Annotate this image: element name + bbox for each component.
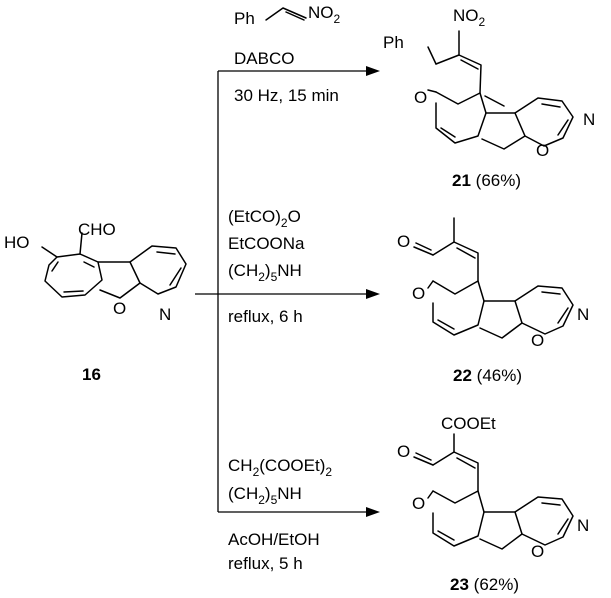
reaction-arrows [195, 66, 380, 517]
reagent-malonate-label: CH2(COOEt)2 [228, 456, 332, 479]
arrow-head-1 [366, 66, 380, 76]
arrow-head-3 [366, 507, 380, 517]
compound-16-bonds [41, 232, 187, 299]
compound-label-16: 16 [82, 365, 101, 384]
formyl-label: CHO [78, 220, 116, 239]
compound-label-22: 22 (46%) [453, 366, 522, 385]
hydroxy-label: HO [4, 233, 30, 252]
furan-oxygen-label: O [536, 141, 549, 160]
furan-oxygen-label: O [531, 331, 544, 350]
product-22: O O O N 22 (46%) [397, 217, 589, 385]
solvent-label: AcOH/EtOH [228, 530, 320, 549]
reagent-salt-label: EtCOONa [228, 234, 305, 253]
product-21: NO2 Ph O O N 21 (66%) [383, 6, 595, 190]
ester-label: COOEt [441, 414, 496, 433]
carbonyl-oxygen-label: O [397, 442, 410, 461]
reaction-1-conditions: Ph NO2 DABCO 30 Hz, 15 min [234, 3, 341, 105]
reaction-3-conditions: CH2(COOEt)2 (CH2)5NH AcOH/EtOH reflux, 5… [228, 456, 332, 573]
pyridine-nitrogen-label: N [159, 305, 171, 324]
pyran-oxygen-label: O [412, 284, 425, 303]
carbonyl-oxygen-label: O [397, 232, 410, 251]
reagent-anhydride-label: (EtCO)2O [228, 207, 301, 230]
reagent-phenyl-label: Ph [234, 9, 255, 28]
nitro-label: NO2 [453, 6, 486, 29]
arrow-head-2 [366, 289, 380, 299]
catalyst-label: DABCO [234, 49, 294, 68]
compound-23-bonds [413, 433, 574, 550]
condition-label-1: 30 Hz, 15 min [234, 86, 339, 105]
pyridine-nitrogen-label: N [583, 110, 595, 129]
furan-oxygen-label: O [531, 542, 544, 561]
compound-21-bonds [427, 30, 574, 150]
reaction-2-conditions: (EtCO)2O EtCOONa (CH2)5NH reflux, 6 h [228, 207, 305, 326]
compound-22-bonds [413, 217, 574, 339]
starting-material-16: HO CHO O N 16 [4, 220, 187, 384]
compound-label-21: 21 (66%) [452, 171, 521, 190]
pyran-oxygen-label: O [414, 88, 427, 107]
compound-label-23: 23 (62%) [450, 575, 519, 594]
reagent-base-label: (CH2)5NH [228, 261, 302, 284]
product-23: COOEt O O O N 23 (62%) [397, 414, 589, 594]
reagent-base-label: (CH2)5NH [228, 484, 302, 507]
pyridine-nitrogen-label: N [577, 516, 589, 535]
pyridine-nitrogen-label: N [577, 305, 589, 324]
pyran-oxygen-label: O [412, 494, 425, 513]
reagent-nitro-label: NO2 [308, 3, 341, 26]
furan-oxygen-label: O [113, 299, 126, 318]
nitrostyrene-bonds [265, 7, 307, 21]
phenyl-label: Ph [383, 33, 404, 52]
condition-label-3: reflux, 5 h [228, 554, 303, 573]
condition-label-2: reflux, 6 h [228, 307, 303, 326]
